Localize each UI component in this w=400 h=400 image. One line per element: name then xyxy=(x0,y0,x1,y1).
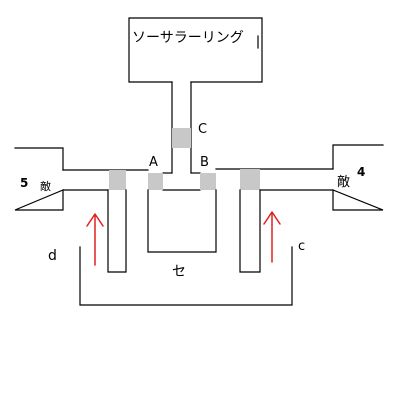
left-room: 5 敵 xyxy=(14,147,64,211)
door-c-top-label: C xyxy=(198,122,207,137)
right-room-enemy-label: 敵 xyxy=(337,174,350,190)
north-corridor: C xyxy=(162,81,207,191)
top-room-label: ソーサラーリング xyxy=(132,30,244,46)
door-right-room xyxy=(240,169,260,190)
door-left-room xyxy=(109,170,126,190)
left-room-enemy-label: 敵 xyxy=(40,180,51,193)
door-c-top xyxy=(172,128,191,148)
top-room: ソーサラーリング xyxy=(128,17,263,83)
door-b xyxy=(200,173,216,190)
area-se-label: セ xyxy=(172,264,186,280)
left-shaft xyxy=(107,189,127,273)
right-corridor: B xyxy=(200,155,334,191)
bottom-corridor: d c xyxy=(48,239,305,306)
door-a xyxy=(148,173,163,190)
right-room: 敵 4 xyxy=(332,144,384,211)
central-pit: セ xyxy=(147,189,217,280)
right-shaft xyxy=(239,189,261,273)
up-arrow-icon xyxy=(86,213,104,266)
point-d-label: d xyxy=(48,248,57,264)
left-corridor: A xyxy=(62,155,163,191)
door-a-label: A xyxy=(149,155,158,170)
right-room-number: 4 xyxy=(357,165,365,179)
up-arrow-icon xyxy=(263,211,281,263)
left-room-number: 5 xyxy=(20,176,28,190)
point-c-right-label: c xyxy=(298,239,305,254)
door-b-label: B xyxy=(200,155,209,170)
